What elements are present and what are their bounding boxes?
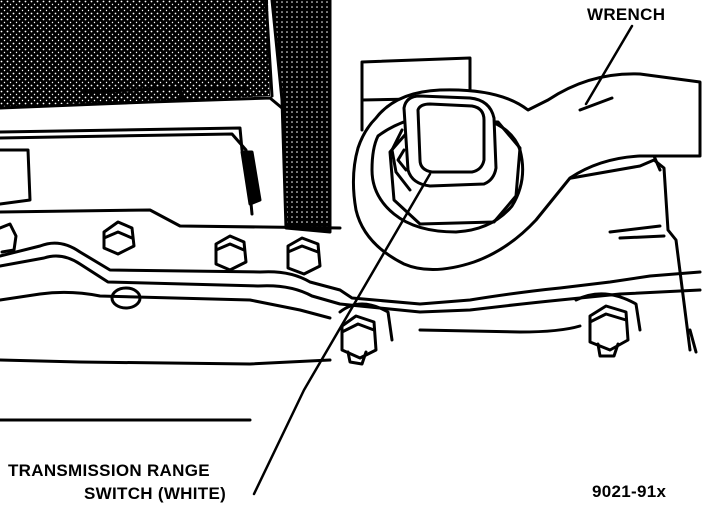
bolt-3 <box>286 236 322 276</box>
wrench-leader-line <box>584 24 634 106</box>
valve-body-cover <box>0 126 342 230</box>
switch-label-line2: SWITCH (WHITE) <box>84 484 227 503</box>
bolt-small-left <box>0 222 18 254</box>
upper-housing <box>0 0 332 234</box>
bolt-5 <box>574 292 642 358</box>
switch-label-line1: TRANSMISSION RANGE <box>8 461 210 480</box>
bolt-4 <box>338 302 394 366</box>
gasket-plate <box>0 241 702 422</box>
bolt-2 <box>214 234 248 272</box>
wrench-label: WRENCH <box>587 5 666 24</box>
oval-hole <box>110 286 142 310</box>
switch-leader-line <box>252 172 432 496</box>
figure-number: 9021-91x <box>592 482 667 501</box>
transmission-range-switch-body <box>390 94 498 192</box>
lower-right-housing <box>558 158 698 354</box>
bolt-1 <box>102 220 136 256</box>
